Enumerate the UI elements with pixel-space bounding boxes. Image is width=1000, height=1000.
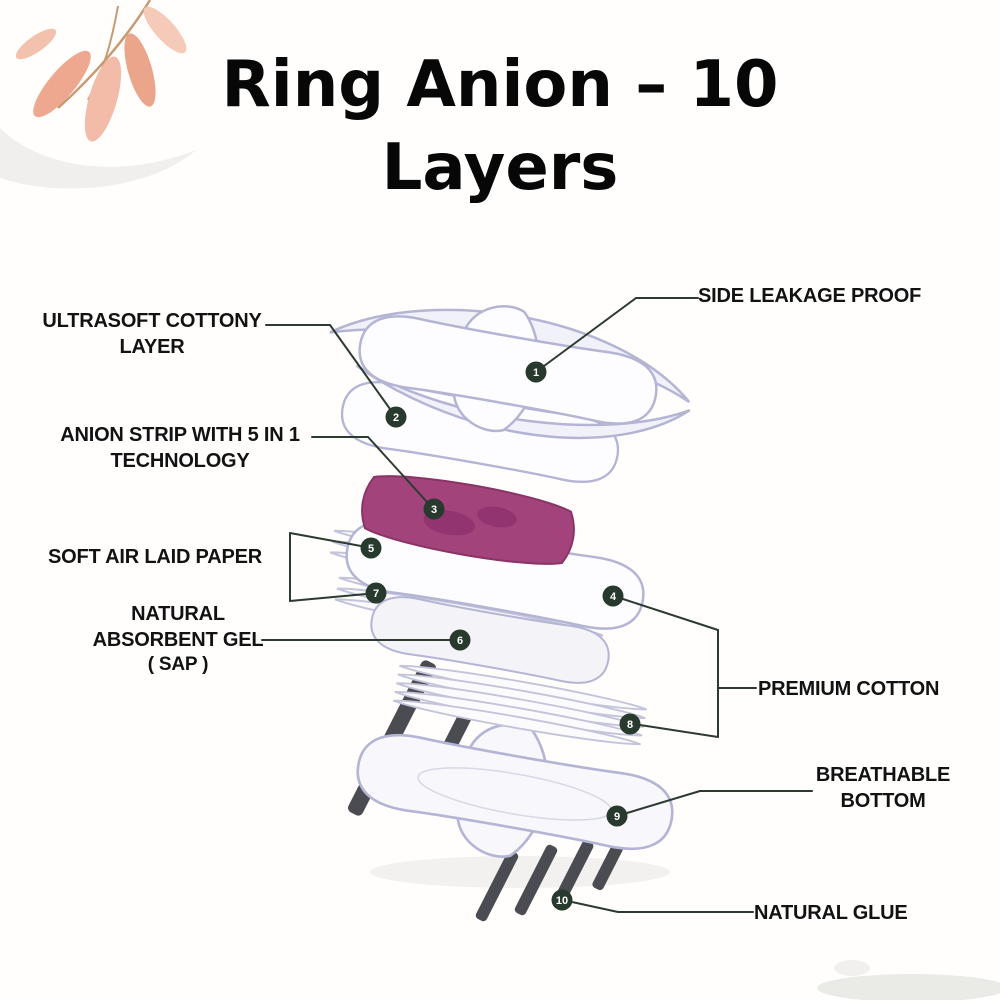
label-line: ANION STRIP WITH 5 IN 1 bbox=[60, 424, 300, 446]
connector-airlaid-bottom bbox=[289, 593, 367, 602]
badge-number: 4 bbox=[610, 591, 617, 603]
badge-number: 9 bbox=[614, 811, 620, 823]
label-line: BOTTOM bbox=[840, 790, 926, 812]
leaf-decoration bbox=[0, 0, 196, 189]
label-premium-cotton: PREMIUM COTTON bbox=[758, 678, 940, 700]
stack-shadow bbox=[370, 856, 670, 888]
leaf bbox=[143, 6, 187, 54]
badge-number: 7 bbox=[373, 588, 379, 600]
layer-badge-2: 2 bbox=[385, 406, 407, 428]
layer-badge-5: 5 bbox=[360, 537, 382, 559]
connector-glue bbox=[571, 901, 754, 913]
leaf bbox=[15, 28, 57, 60]
label-line: LAYER bbox=[119, 336, 185, 358]
label-natural-glue: NATURAL GLUE bbox=[754, 902, 908, 924]
layer-badge-4: 4 bbox=[602, 585, 624, 607]
label-side-leakage-proof: SIDE LEAKAGE PROOF bbox=[698, 285, 922, 307]
page-title: Ring Anion – 10 Layers bbox=[0, 44, 1000, 210]
label-soft-air-laid-paper: SOFT AIR LAID PAPER bbox=[48, 546, 262, 568]
label-ultrasoft-cottony-layer: ULTRASOFT COTTONY LAYER bbox=[38, 308, 266, 360]
layer-badges: 1 2 3 4 5 6 7 8 9 bbox=[360, 361, 641, 911]
leaf bbox=[33, 50, 91, 118]
label-line: ABSORBENT GEL bbox=[92, 629, 264, 651]
layer-badge-9: 9 bbox=[606, 805, 628, 827]
connector-lines bbox=[261, 297, 813, 913]
leaf-shadow-blob bbox=[0, 128, 196, 189]
leaf-stem bbox=[57, 0, 152, 109]
connector-anion bbox=[311, 436, 428, 503]
badge-number: 2 bbox=[393, 412, 399, 424]
badge-number: 5 bbox=[368, 543, 374, 555]
glue-strip bbox=[475, 850, 519, 922]
label-line-sap: ( SAP ) bbox=[147, 654, 209, 675]
connector-side-leakage bbox=[543, 297, 699, 367]
badge-number: 1 bbox=[533, 367, 539, 379]
layer-badge-10: 10 bbox=[551, 889, 573, 911]
label-breathable-bottom: BREATHABLE BOTTOM bbox=[812, 762, 954, 814]
layer-badge-6: 6 bbox=[449, 629, 471, 651]
badge-number: 10 bbox=[556, 895, 568, 907]
connector-premium-bottom bbox=[639, 724, 719, 738]
connector-premium-top bbox=[622, 598, 719, 631]
connector-ultrasoft bbox=[265, 324, 391, 410]
badge-number: 6 bbox=[457, 635, 463, 647]
leaf bbox=[124, 33, 156, 107]
label-anion-strip: ANION STRIP WITH 5 IN 1 TECHNOLOGY bbox=[46, 422, 314, 474]
connector-breathable bbox=[626, 790, 813, 814]
layer-badge-3: 3 bbox=[423, 498, 445, 520]
connector-airlaid-top bbox=[289, 532, 362, 547]
layer-top-cover bbox=[329, 277, 691, 464]
title-line-2: Layers bbox=[381, 131, 619, 206]
label-natural-absorbent-gel: NATURAL ABSORBENT GEL ( SAP ) bbox=[92, 601, 264, 678]
badge-number: 8 bbox=[627, 719, 633, 731]
title-line-1: Ring Anion – 10 bbox=[221, 48, 779, 122]
layer-badge-1: 1 bbox=[525, 361, 547, 383]
layer-badge-8: 8 bbox=[619, 713, 641, 735]
anion-strip-spot bbox=[477, 506, 517, 528]
label-line: ULTRASOFT COTTONY bbox=[42, 310, 262, 332]
label-line: NATURAL bbox=[131, 603, 225, 625]
badge-number: 3 bbox=[431, 504, 437, 516]
layer-badge-7: 7 bbox=[365, 582, 387, 604]
label-line: TECHNOLOGY bbox=[110, 450, 250, 472]
glue-strip bbox=[554, 840, 594, 904]
glue-strip bbox=[514, 844, 558, 916]
label-line: BREATHABLE bbox=[815, 764, 951, 786]
leaf bbox=[84, 56, 122, 142]
corner-smudge bbox=[817, 960, 1000, 1000]
